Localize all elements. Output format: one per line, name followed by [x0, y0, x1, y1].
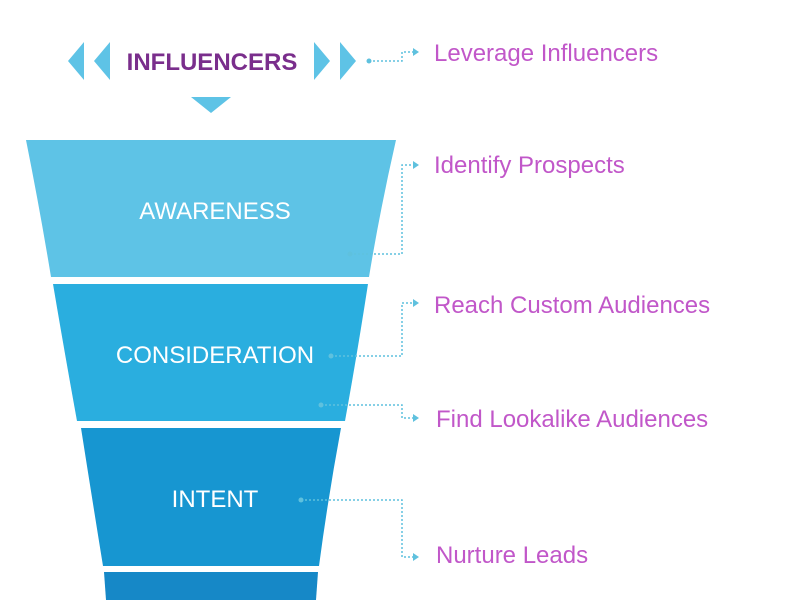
double-chevron-right-icon [314, 42, 356, 80]
funnel: AWARENESS CONSIDERATION INTENT [26, 140, 396, 600]
triangle-down-icon [191, 97, 231, 113]
chevron-right-inner [314, 42, 330, 80]
chevron-left-inner [94, 42, 110, 80]
arrow-right-icon [413, 553, 419, 561]
stage-label-intent: INTENT [172, 486, 259, 513]
action-label-find-lookalike-audiences: Find Lookalike Audiences [436, 406, 708, 433]
stage-label-awareness: AWARENESS [139, 198, 291, 225]
action-label-identify-prospects: Identify Prospects [434, 152, 625, 179]
arrow-right-icon [413, 161, 419, 169]
stage-label-consideration: CONSIDERATION [116, 342, 314, 369]
connector-line [331, 302, 413, 357]
connector-line [321, 404, 413, 419]
chevron-right-outer [340, 42, 356, 80]
arrow-right-icon [413, 414, 419, 422]
action-labels: Leverage Influencers Identify Prospects … [434, 40, 710, 569]
funnel-stage-intent [81, 428, 341, 566]
arrow-right-icon [413, 48, 419, 56]
arrow-right-icon [413, 299, 419, 307]
connector-line [350, 164, 413, 255]
action-label-reach-custom-audiences: Reach Custom Audiences [434, 292, 710, 319]
action-label-nurture-leads: Nurture Leads [436, 542, 588, 569]
double-chevron-left-icon [68, 42, 110, 80]
funnel-stage-bottom [104, 572, 318, 600]
chevron-left-outer [68, 42, 84, 80]
influencers-label: INFLUENCERS [127, 49, 298, 76]
influencers-header: INFLUENCERS [68, 42, 356, 113]
connectors [298, 48, 419, 561]
connector-line [369, 51, 413, 62]
funnel-stage-awareness [26, 140, 396, 277]
action-label-leverage-influencers: Leverage Influencers [434, 40, 658, 67]
connector-line [301, 499, 413, 558]
funnel-stage-consideration [53, 284, 368, 421]
